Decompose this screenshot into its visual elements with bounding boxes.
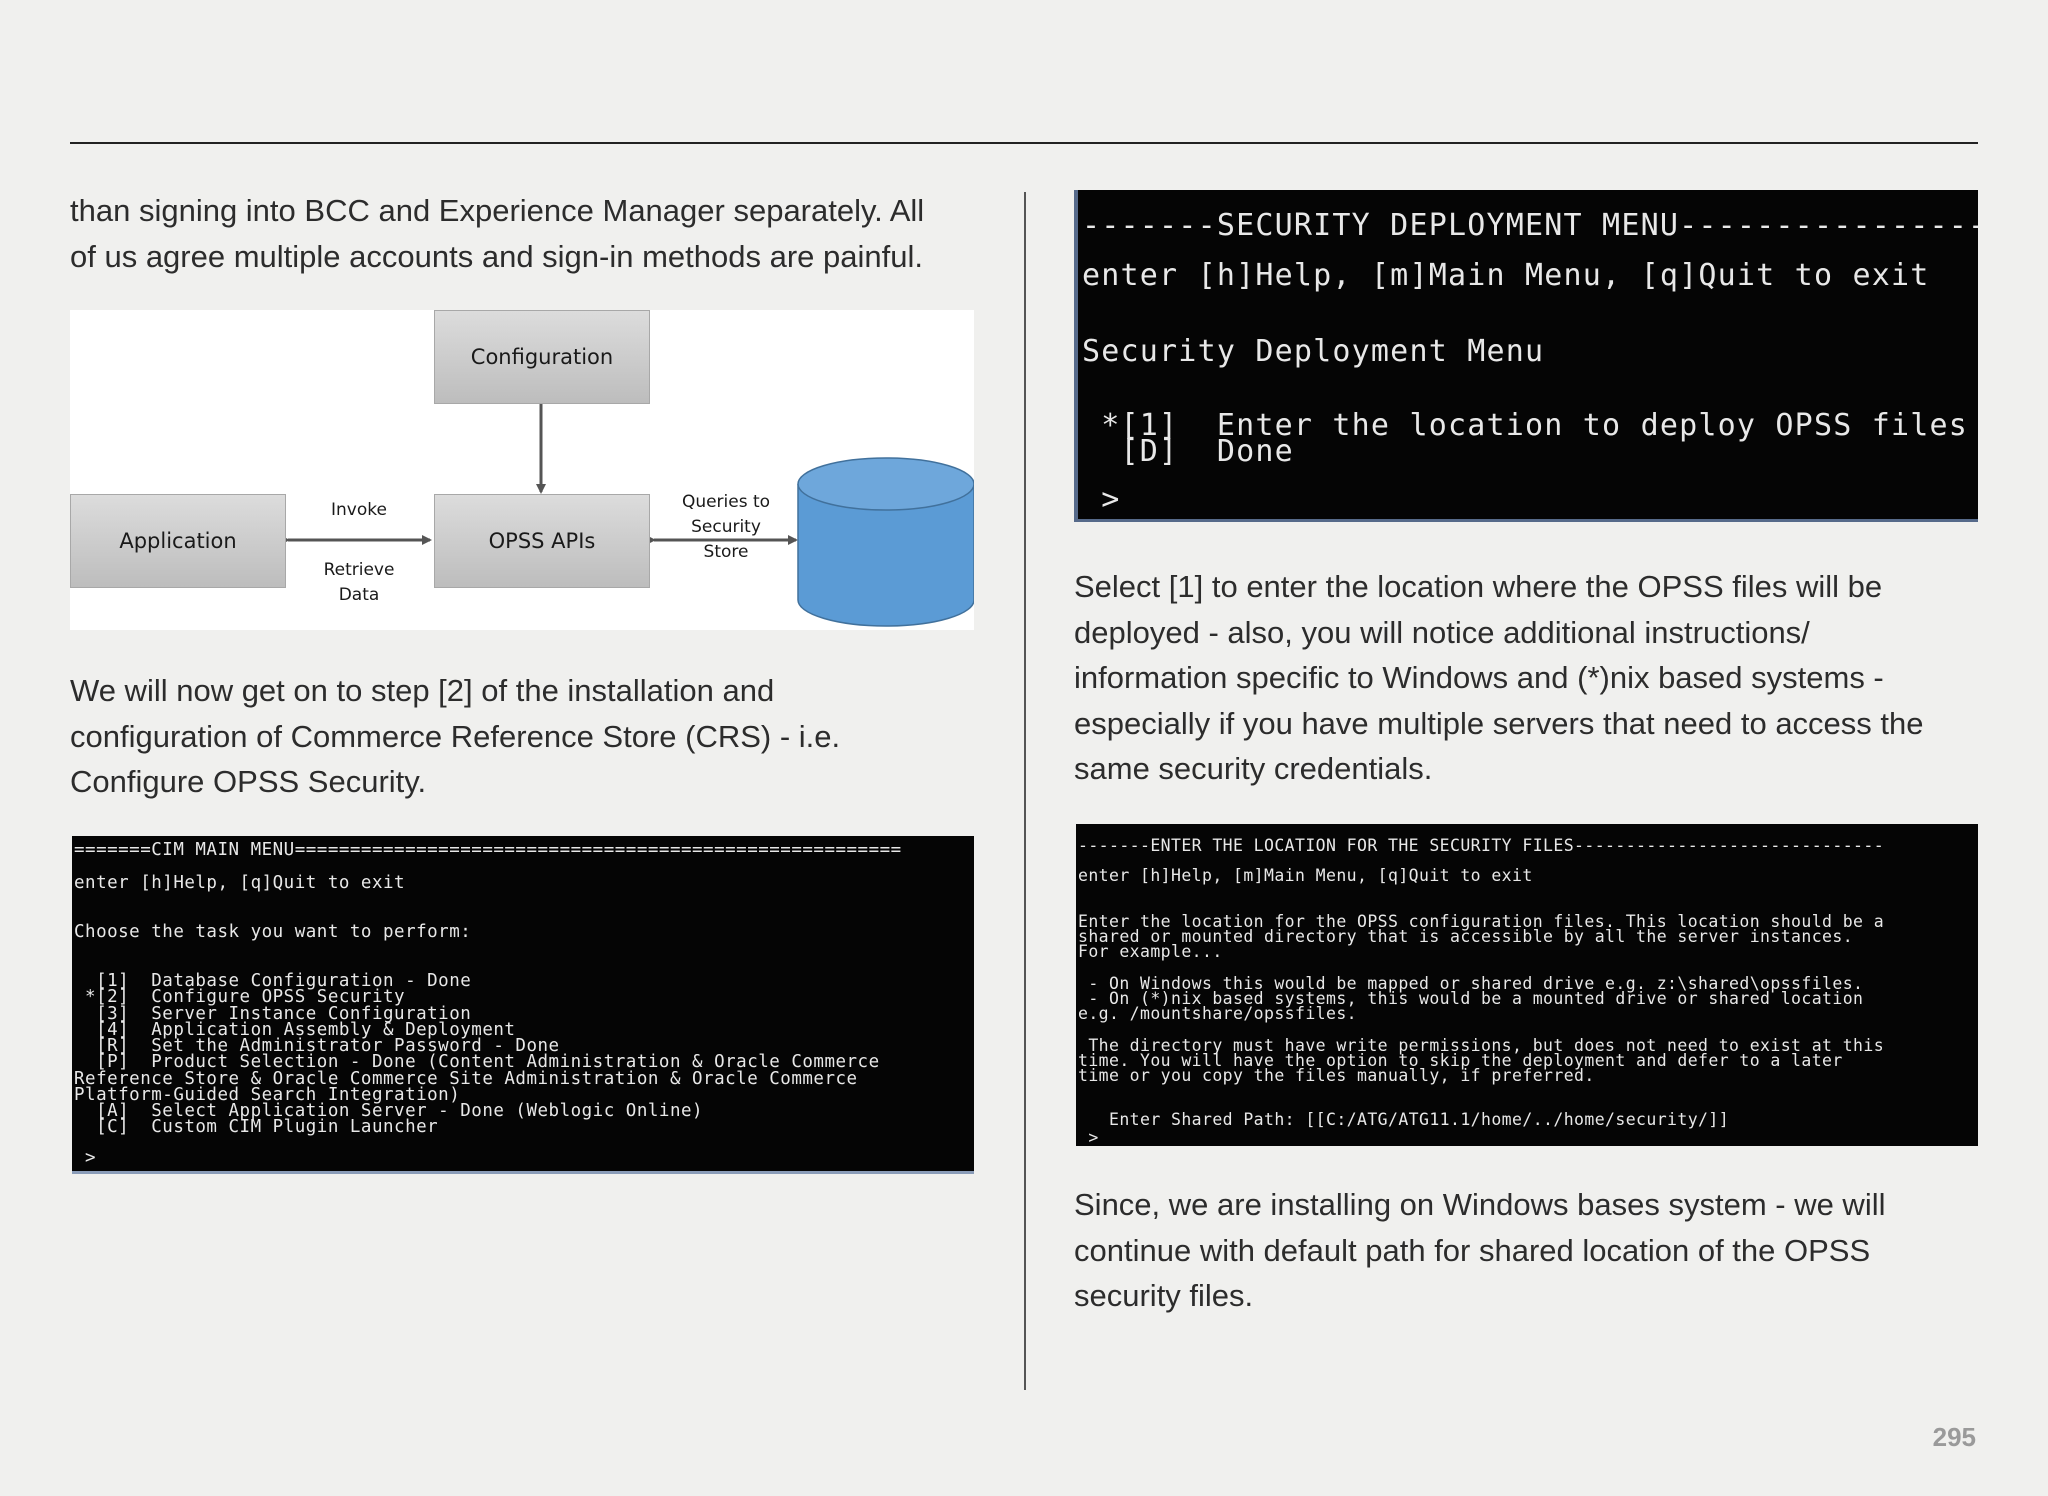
terminal-line: shared or mounted directory that is acce… bbox=[1078, 927, 1854, 946]
since-paragraph: Since, we are installing on Windows base… bbox=[1074, 1182, 1885, 1319]
text-line: Configure OPSS Security. bbox=[70, 764, 427, 799]
step-paragraph: We will now get on to step [2] of the in… bbox=[70, 668, 840, 805]
terminal-line: enter [h]Help, [m]Main Menu, [q]Quit to … bbox=[1082, 258, 1930, 293]
text-line: than signing into BCC and Experience Man… bbox=[70, 193, 925, 228]
security-store-cylinder bbox=[797, 457, 974, 627]
terminal-line: For example... bbox=[1078, 942, 1223, 961]
column-divider bbox=[1024, 192, 1026, 1390]
terminal-prompt: > _ bbox=[1078, 1128, 1120, 1146]
select-paragraph: Select [1] to enter the location where t… bbox=[1074, 564, 1924, 792]
text-line: We will now get on to step [2] of the in… bbox=[70, 673, 775, 708]
terminal-line: Reference Store & Oracle Commerce Site A… bbox=[74, 1069, 858, 1089]
security-deployment-menu-terminal: -------SECURITY DEPLOYMENT MENU---------… bbox=[1074, 190, 1978, 522]
text-line: of us agree multiple accounts and sign-i… bbox=[70, 238, 923, 274]
terminal-line: -------SECURITY DEPLOYMENT MENU---------… bbox=[1082, 208, 1978, 243]
text-line: security files. bbox=[1074, 1278, 1254, 1313]
terminal-line: time or you copy the files manually, if … bbox=[1078, 1066, 1595, 1085]
terminal-line: =======CIM MAIN MENU====================… bbox=[74, 840, 902, 860]
terminal-line: [P] Product Selection - Done (Content Ad… bbox=[74, 1052, 880, 1072]
terminal-prompt: > bbox=[74, 1148, 97, 1168]
configuration-box: Configuration bbox=[434, 310, 650, 404]
application-box: Application bbox=[70, 494, 286, 588]
terminal-line: The directory must have write permission… bbox=[1078, 1036, 1885, 1055]
diagram-connectors bbox=[280, 403, 974, 627]
text-line: continue with default path for shared lo… bbox=[1074, 1232, 1871, 1268]
intro-paragraph: than signing into BCC and Experience Man… bbox=[70, 188, 924, 279]
text-line: same security credentials. bbox=[1074, 751, 1433, 786]
terminal-line: enter [h]Help, [m]Main Menu, [q]Quit to … bbox=[1078, 866, 1533, 885]
terminal-line: Enter Shared Path: [[C:/ATG/ATG11.1/home… bbox=[1078, 1110, 1730, 1129]
terminal-line: [D] Done bbox=[1082, 434, 1294, 469]
opss-apis-box: OPSS APIs bbox=[434, 494, 650, 588]
terminal-line: Security Deployment Menu bbox=[1082, 334, 1545, 369]
security-files-location-terminal: -------ENTER THE LOCATION FOR THE SECURI… bbox=[1076, 824, 1978, 1146]
terminal-line: Platform-Guided Search Integration) bbox=[74, 1085, 461, 1105]
text-line: deployed - also, you will notice additio… bbox=[1074, 614, 1810, 650]
text-line: Since, we are installing on Windows base… bbox=[1074, 1187, 1886, 1222]
terminal-line: [R] Set the Administrator Password - Don… bbox=[74, 1036, 560, 1056]
text-line: especially if you have multiple servers … bbox=[1074, 705, 1924, 741]
terminal-prompt: > bbox=[1082, 482, 1121, 517]
terminal-line: time. You will have the option to skip t… bbox=[1078, 1051, 1843, 1070]
terminal-line: -------ENTER THE LOCATION FOR THE SECURI… bbox=[1078, 836, 1885, 855]
terminal-line: - On Windows this would be mapped or sha… bbox=[1078, 974, 1864, 993]
terminal-line: Choose the task you want to perform: bbox=[74, 922, 472, 942]
terminal-line: [4] Application Assembly & Deployment bbox=[74, 1020, 516, 1040]
terminal-line: [A] Select Application Server - Done (We… bbox=[74, 1101, 704, 1121]
terminal-line: enter [h]Help, [q]Quit to exit bbox=[74, 873, 406, 893]
text-line: Select [1] to enter the location where t… bbox=[1074, 569, 1883, 604]
terminal-line: [3] Server Instance Configuration bbox=[74, 1004, 472, 1024]
terminal-line: [C] Custom CIM Plugin Launcher bbox=[74, 1117, 439, 1137]
terminal-line: - On (*)nix based systems, this would be… bbox=[1078, 989, 1864, 1008]
terminal-line: Enter the location for the OPSS configur… bbox=[1078, 912, 1885, 931]
invoke-label: Invoke bbox=[331, 500, 387, 520]
header-rule bbox=[70, 142, 1978, 144]
page-number: 295 bbox=[1932, 1422, 1976, 1452]
opss-architecture-diagram: Configuration Application OPSS APIs Invo… bbox=[70, 310, 974, 630]
terminal-line: *[2] Configure OPSS Security bbox=[74, 987, 406, 1007]
cim-main-menu-terminal: =======CIM MAIN MENU====================… bbox=[72, 836, 974, 1174]
terminal-line: e.g. /mountshare/opssfiles. bbox=[1078, 1004, 1358, 1023]
text-line: configuration of Commerce Reference Stor… bbox=[70, 718, 841, 754]
terminal-line: [1] Database Configuration - Done bbox=[74, 971, 472, 991]
text-line: information specific to Windows and (*)n… bbox=[1074, 660, 1884, 695]
terminal-line: *[1] Enter the location to deploy OPSS f… bbox=[1082, 408, 1969, 443]
